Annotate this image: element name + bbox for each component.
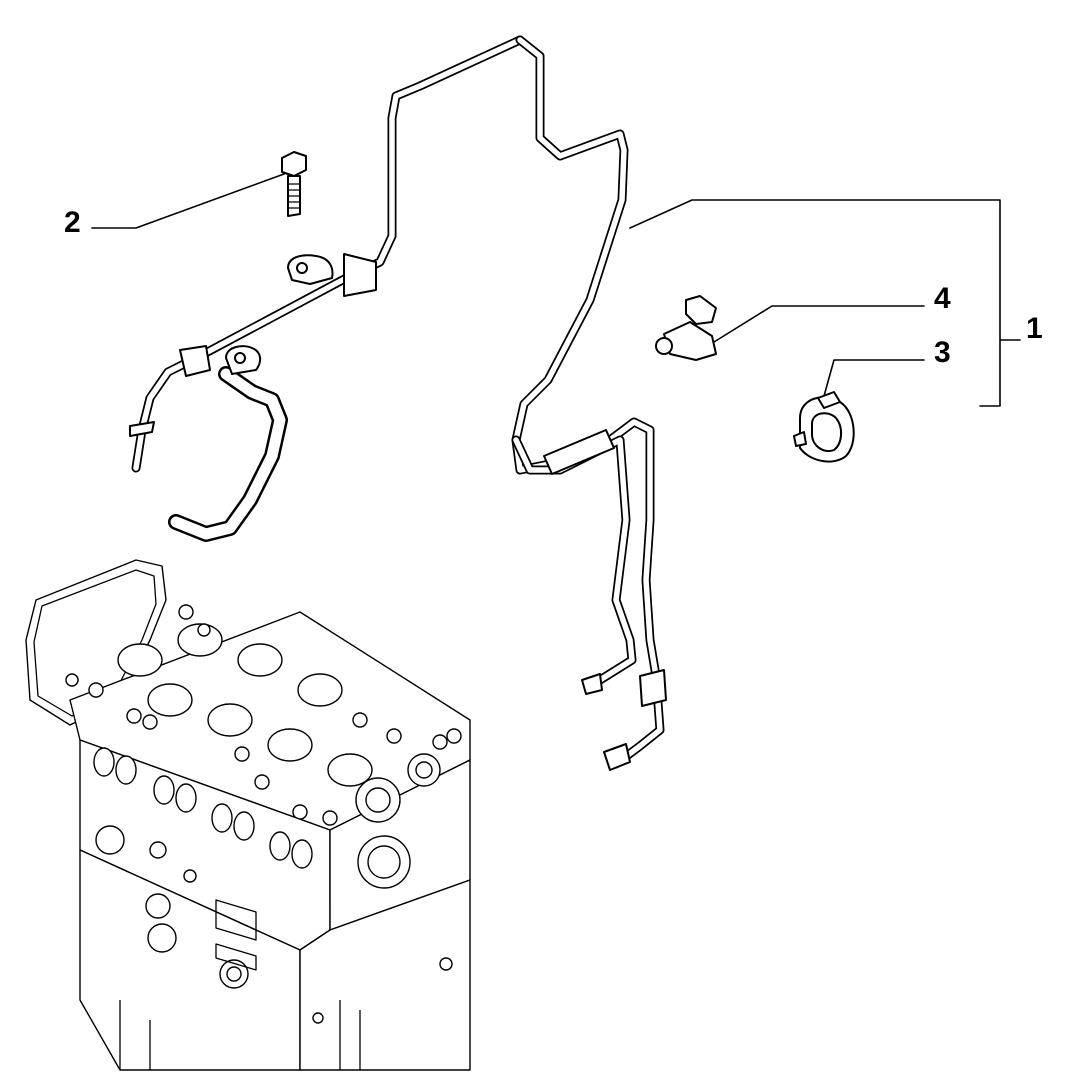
callout-label-1: 1 — [1026, 312, 1043, 345]
leader-line-4 — [713, 305, 925, 343]
leader-line-1 — [629, 199, 1021, 407]
callout-label-4: 4 — [934, 282, 951, 315]
leader-lines — [91, 173, 1021, 407]
bolt-part-2 — [281, 151, 307, 217]
left-hose-assembly — [129, 35, 525, 542]
leader-line-3 — [823, 359, 925, 397]
callout-label-2: 2 — [64, 206, 81, 239]
right-pipe-assembly — [511, 35, 667, 771]
clamp-part-3 — [793, 391, 855, 463]
callout-label-3: 3 — [934, 336, 951, 369]
leader-line-2 — [91, 173, 285, 229]
connector-part-4 — [655, 295, 717, 361]
engine-cylinder-head — [25, 559, 471, 1071]
